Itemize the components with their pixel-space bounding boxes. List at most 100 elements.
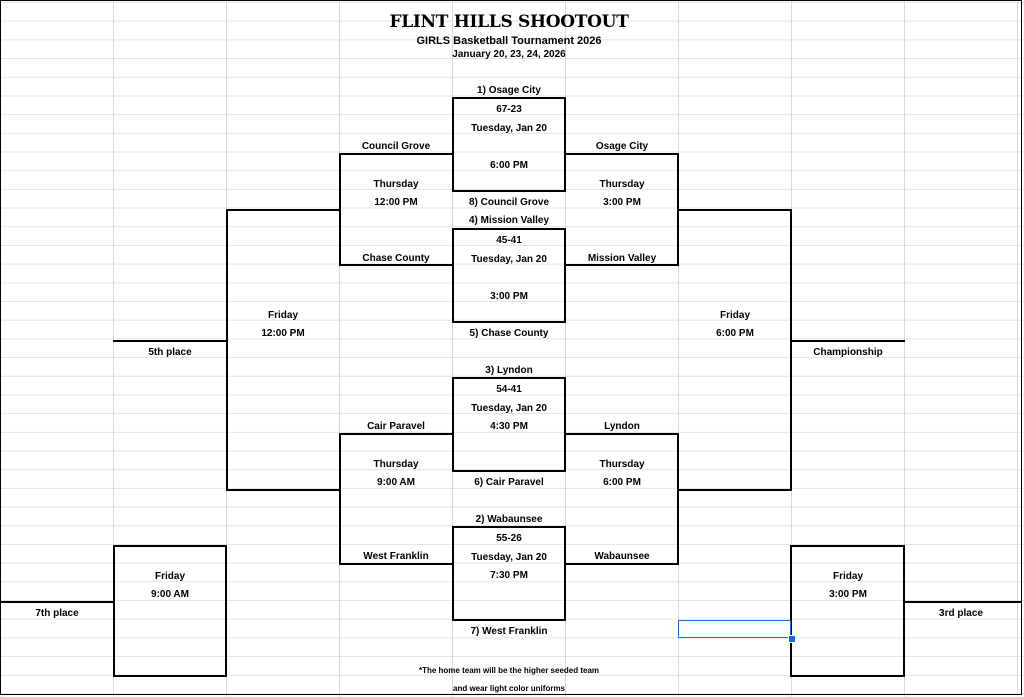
seed-label: 7) West Franklin bbox=[470, 626, 548, 637]
seed-label: 2) Wabaunsee bbox=[475, 514, 543, 525]
fill-handle[interactable] bbox=[788, 635, 796, 643]
tournament-dates: January 20, 23, 24, 2026 bbox=[452, 49, 566, 60]
bracket-line bbox=[564, 228, 566, 323]
game-day: Thursday bbox=[373, 459, 419, 470]
bracket-line bbox=[113, 340, 227, 342]
bracket-line bbox=[564, 97, 566, 192]
bracket-line bbox=[452, 228, 454, 323]
bracket-line bbox=[226, 209, 340, 211]
team-label: Lyndon bbox=[604, 421, 640, 432]
bracket-line bbox=[339, 563, 453, 565]
bracket-line bbox=[452, 190, 566, 192]
seed-label: 3) Lyndon bbox=[485, 365, 533, 376]
bracket-line bbox=[339, 433, 341, 565]
bracket-line bbox=[0, 601, 114, 603]
bracket-line bbox=[226, 489, 340, 491]
game-time: 3:00 PM bbox=[490, 291, 528, 302]
bracket-line bbox=[339, 153, 453, 155]
bracket-line bbox=[565, 153, 679, 155]
bracket-line bbox=[452, 470, 566, 472]
footnote-line-2: and wear light color uniforms bbox=[452, 684, 566, 693]
game-day: Friday bbox=[719, 310, 751, 321]
bracket-line bbox=[452, 526, 566, 528]
page-title: FLINT HILLS SHOOTOUT bbox=[389, 12, 629, 32]
bracket-line bbox=[339, 264, 453, 266]
bracket-line bbox=[678, 489, 792, 491]
selected-cell[interactable] bbox=[678, 620, 791, 638]
bracket-line bbox=[903, 545, 905, 677]
game-score: 67-23 bbox=[496, 104, 522, 115]
bracket-line bbox=[113, 545, 227, 547]
game-day: Friday bbox=[154, 571, 186, 582]
game-score: 54-41 bbox=[496, 384, 522, 395]
game-time: 6:00 PM bbox=[603, 477, 641, 488]
game-day: Tuesday, Jan 20 bbox=[471, 552, 547, 563]
game-time: 3:00 PM bbox=[829, 589, 867, 600]
game-time: 6:00 PM bbox=[716, 328, 754, 339]
team-label: Osage City bbox=[595, 141, 649, 152]
bracket-line bbox=[452, 526, 454, 621]
bracket-line bbox=[452, 377, 454, 472]
bracket-line bbox=[452, 97, 566, 99]
team-label: Council Grove bbox=[361, 141, 431, 152]
team-label: Wabaunsee bbox=[594, 551, 650, 562]
bracket-line bbox=[339, 433, 453, 435]
fifth-place-label: 5th place bbox=[148, 347, 192, 358]
game-day: Thursday bbox=[599, 179, 645, 190]
bracket-line bbox=[564, 377, 566, 472]
game-time: 12:00 PM bbox=[374, 197, 418, 208]
bracket-line bbox=[452, 228, 566, 230]
bracket-line bbox=[565, 563, 679, 565]
bracket-line bbox=[225, 545, 227, 677]
game-day: Tuesday, Jan 20 bbox=[471, 403, 547, 414]
game-score: 45-41 bbox=[496, 235, 522, 246]
game-day: Thursday bbox=[373, 179, 419, 190]
bracket-line bbox=[790, 545, 905, 547]
bracket-line bbox=[113, 545, 115, 677]
bracket-line bbox=[113, 675, 227, 677]
third-place-label: 3rd place bbox=[939, 608, 983, 619]
seventh-place-label: 7th place bbox=[35, 608, 79, 619]
championship-label: Championship bbox=[813, 347, 883, 358]
game-day: Friday bbox=[832, 571, 864, 582]
seed-label: 1) Osage City bbox=[477, 85, 541, 96]
team-label: Mission Valley bbox=[587, 253, 657, 264]
footnote-line-1: *The home team will be the higher seeded… bbox=[418, 666, 600, 675]
bracket-line bbox=[677, 433, 679, 565]
subtitle: GIRLS Basketball Tournament 2026 bbox=[416, 35, 602, 47]
seed-label: 4) Mission Valley bbox=[468, 215, 550, 226]
game-time: 6:00 PM bbox=[490, 160, 528, 171]
bracket-line bbox=[452, 377, 566, 379]
game-time: 9:00 AM bbox=[377, 477, 415, 488]
game-day: Tuesday, Jan 20 bbox=[471, 123, 547, 134]
bracket-line bbox=[565, 433, 679, 435]
bracket-line bbox=[339, 153, 341, 266]
game-score: 55-26 bbox=[496, 533, 522, 544]
bracket-line bbox=[452, 97, 454, 192]
game-time: 12:00 PM bbox=[261, 328, 305, 339]
bracket-line bbox=[452, 619, 566, 621]
bracket-line bbox=[452, 321, 566, 323]
bracket-line bbox=[564, 526, 566, 621]
game-day: Thursday bbox=[599, 459, 645, 470]
game-time: 9:00 AM bbox=[151, 589, 189, 600]
seed-label: 6) Cair Paravel bbox=[474, 477, 544, 488]
team-label: Cair Paravel bbox=[367, 421, 425, 432]
bracket-line bbox=[565, 264, 679, 266]
seed-label: 8) Council Grove bbox=[468, 197, 550, 208]
team-label: West Franklin bbox=[363, 551, 429, 562]
game-time: 7:30 PM bbox=[490, 570, 528, 581]
bracket-line bbox=[791, 340, 905, 342]
game-time: 4:30 PM bbox=[490, 421, 528, 432]
bracket-line bbox=[226, 209, 228, 491]
team-label: Chase County bbox=[362, 253, 430, 264]
bracket-line bbox=[790, 209, 792, 491]
game-day: Friday bbox=[267, 310, 299, 321]
bracket-line bbox=[678, 209, 792, 211]
seed-label: 5) Chase County bbox=[469, 328, 549, 339]
bracket-line bbox=[790, 675, 905, 677]
game-time: 3:00 PM bbox=[603, 197, 641, 208]
game-day: Tuesday, Jan 20 bbox=[471, 254, 547, 265]
bracket-line bbox=[790, 545, 792, 677]
